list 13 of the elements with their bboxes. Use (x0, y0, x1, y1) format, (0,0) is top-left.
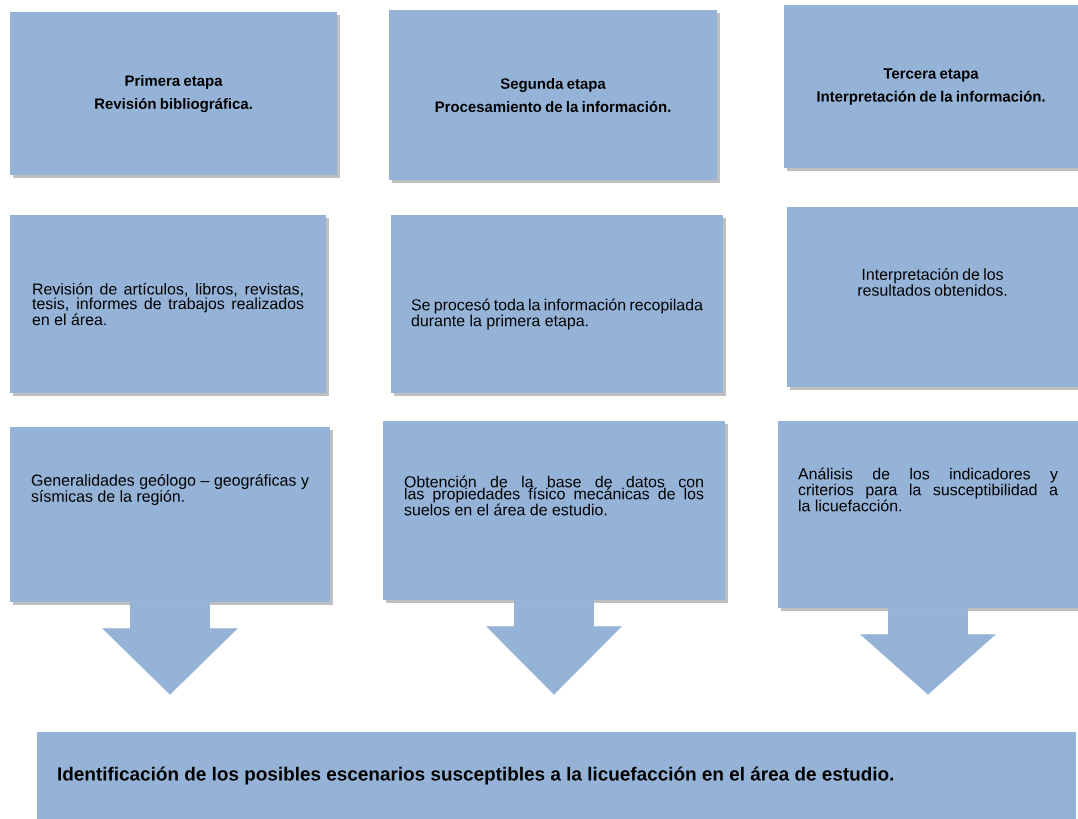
step-box: Se procesó toda la información recopilada durante la primera etapa. (391, 215, 726, 396)
step-box: Análisis de los indicadores y criterios para la susceptibilidad a la licuefacción. (778, 421, 1078, 611)
block-arrow (860, 608, 996, 695)
step-box: Segunda etapa Procesamiento de la información. (389, 10, 720, 183)
step-box: Tercera etapa Interpretación de la información. (784, 5, 1078, 171)
block-arrow (102, 602, 238, 695)
result-box: Identificación de los posibles escenarios susceptibles a la licuefacción en el área de estudio. (37, 732, 1076, 819)
step-box: Primera etapa Revisión bibliográfica. (10, 12, 340, 178)
step-box: Obtención de la base de datos con las propiedades físico mecánicas de los suelos en el área de estudio. (383, 421, 728, 603)
block-arrow (486, 600, 622, 695)
step-box: Interpretación de los resultados obtenidos. (787, 207, 1078, 390)
step-box: Revisión de artículos, libros, revistas, tesis, informes de trabajos realizados en el área. (10, 215, 329, 396)
step-box: Generalidades geólogo – geográficas y sísmicas de la región. (10, 427, 333, 605)
